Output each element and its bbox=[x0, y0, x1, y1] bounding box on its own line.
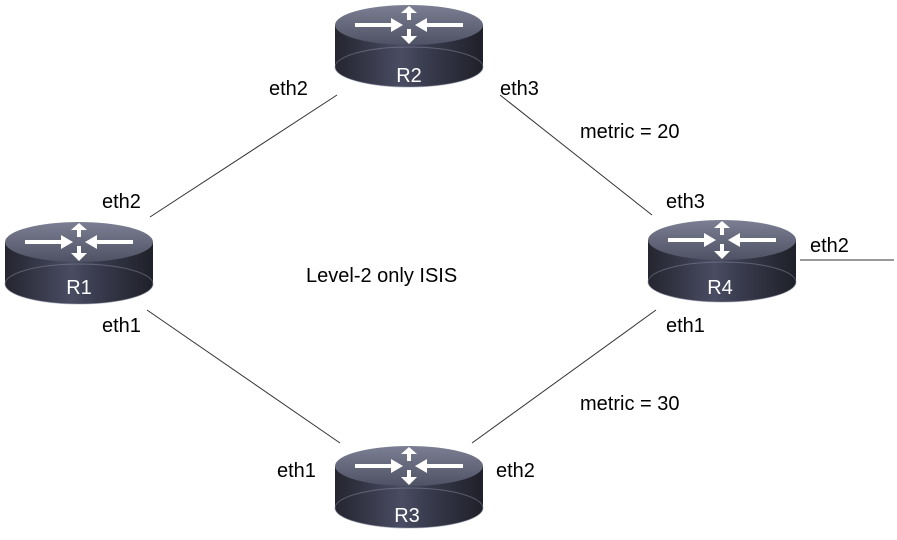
router-r1-label: R1 bbox=[66, 277, 92, 299]
r1-eth2-label: eth2 bbox=[102, 191, 141, 213]
r2-eth3-label: eth3 bbox=[500, 78, 539, 100]
link-r1-r2 bbox=[149, 94, 338, 218]
router-r4-label: R4 bbox=[707, 277, 733, 299]
r4-eth2-label: eth2 bbox=[810, 235, 849, 257]
link-r3-r4 bbox=[471, 309, 657, 444]
r2-eth2-label: eth2 bbox=[269, 78, 308, 100]
r4-eth3-label: eth3 bbox=[666, 191, 705, 213]
router-r2-label: R2 bbox=[396, 65, 422, 87]
link-r1-r3 bbox=[146, 309, 341, 444]
router-r3-label: R3 bbox=[394, 505, 420, 527]
router-r2[interactable]: R2 bbox=[333, 3, 485, 89]
metric-r2-r4: metric = 20 bbox=[580, 121, 680, 143]
diagram-title: Level-2 only ISIS bbox=[306, 265, 458, 287]
router-r3[interactable]: R3 bbox=[333, 444, 485, 530]
r3-eth2-label: eth2 bbox=[496, 460, 535, 482]
router-r1[interactable]: R1 bbox=[3, 220, 155, 306]
router-r4[interactable]: R4 bbox=[646, 218, 798, 304]
r1-eth1-label: eth1 bbox=[102, 315, 141, 337]
link-r2-r4 bbox=[499, 94, 653, 216]
metric-r3-r4: metric = 30 bbox=[580, 393, 680, 415]
r3-eth1-label: eth1 bbox=[277, 460, 316, 482]
r4-eth1-label: eth1 bbox=[666, 315, 705, 337]
